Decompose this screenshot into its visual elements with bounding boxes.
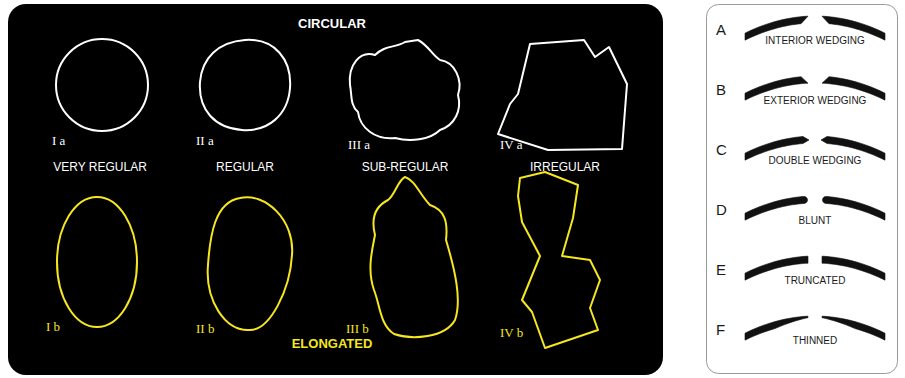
edge-type-name: DOUBLE WEDGING: [769, 155, 862, 167]
regular-circular-outline: [200, 40, 290, 130]
regular-elongated-outline: [208, 197, 293, 330]
dark-panel: [8, 4, 663, 375]
regularity-class: VERY REGULAR: [53, 161, 147, 175]
edge-type-name: THINNED: [793, 335, 837, 347]
sub-regular-circular-outline: [350, 40, 460, 140]
shape-code: II b: [196, 322, 214, 337]
very-regular-circular-outline: [56, 39, 148, 131]
edge-type-letter: A: [716, 21, 726, 38]
regularity-class: REGULAR: [216, 161, 274, 175]
edge-type-name: INTERIOR WEDGING: [765, 35, 864, 47]
edge-type-name: TRUNCATED: [785, 275, 846, 287]
edge-type-letter: D: [716, 201, 727, 218]
edge-type-letter: E: [716, 261, 726, 278]
edge-type-name: EXTERIOR WEDGING: [764, 95, 867, 107]
edge-fragment: [745, 196, 807, 220]
shape-code: III a: [348, 138, 370, 153]
very-regular-elongated-outline: [57, 197, 137, 327]
light-panel: [707, 5, 898, 374]
irregular-elongated-outline: [518, 172, 600, 348]
edge-fragment: [823, 196, 885, 220]
edge-type-letter: C: [716, 141, 727, 158]
edge-type-name: BLUNT: [799, 215, 832, 227]
regularity-class: IRREGULAR: [530, 161, 600, 175]
group-heading: ELONGATED: [292, 337, 373, 352]
shape-code: I a: [52, 134, 65, 149]
shape-code: I b: [46, 320, 60, 335]
shape-code: II a: [196, 134, 214, 149]
edge-type-letter: B: [716, 81, 726, 98]
shape-code: IV a: [500, 138, 523, 153]
irregular-circular-outline: [498, 40, 627, 150]
group-heading: CIRCULAR: [298, 17, 366, 32]
edge-type-letter: F: [716, 321, 725, 338]
regularity-class: SUB-REGULAR: [362, 161, 449, 175]
sub-regular-elongated-outline: [370, 177, 457, 337]
shape-code: III b: [346, 322, 369, 337]
shape-code: IV b: [500, 326, 523, 341]
